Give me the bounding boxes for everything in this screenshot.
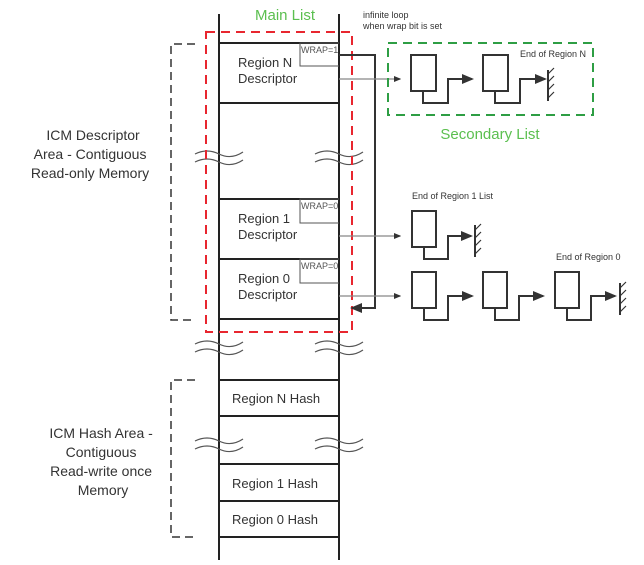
svg-text:ICM Hash Area - Contiguous: ICM Hash Area - Contiguous Read-write on… [49, 425, 156, 498]
wrap-flag: WRAP=0 [301, 201, 338, 211]
region-n-chain [410, 54, 555, 104]
region-0-chain [411, 271, 627, 321]
memory-column [218, 14, 340, 560]
main-list-box [205, 31, 353, 333]
hash-area-label-2: Contiguous [66, 444, 137, 460]
hash-area-label-3: Read-write once [50, 463, 152, 479]
break-marks [194, 150, 364, 453]
hash-area-label-1: ICM Hash Area - [49, 425, 153, 441]
main-list-title: Main List [255, 7, 316, 24]
svg-text:infinite loop when wrap bi: infinite loop when wrap bit is set [362, 10, 443, 31]
wrap-flag: WRAP=1 [301, 45, 338, 55]
descriptor-area-label-3: Read-only Memory [31, 165, 149, 181]
hash-region-0: Region 0 Hash [232, 512, 318, 527]
wrap-loop-arrow [339, 54, 376, 313]
hash-region-n: Region N Hash [232, 391, 320, 406]
end-of-region-1-label: End of Region 1 List [412, 191, 494, 201]
descriptor-area-label-1: ICM Descriptor [46, 127, 140, 143]
secondary-list-box [387, 42, 594, 116]
end-of-region-0-label: End of Region 0 [556, 252, 621, 262]
loop-note-1: infinite loop [363, 10, 409, 20]
wrap-flag: WRAP=0 [301, 261, 338, 271]
loop-note-2: when wrap bit is set [362, 21, 443, 31]
end-of-region-n-label: End of Region N [520, 49, 586, 59]
descriptor-area-bracket [170, 43, 195, 321]
descriptor-area-label-2: Area - Contiguous [34, 146, 147, 162]
svg-text:ICM Descriptor Area - Cont: ICM Descriptor Area - Contiguous Read-on… [31, 127, 151, 181]
secondary-list-title: Secondary List [440, 126, 540, 143]
hash-area-bracket [170, 379, 195, 538]
hash-area-label-4: Memory [78, 482, 129, 498]
hash-region-1: Region 1 Hash [232, 476, 318, 491]
region-1-chain [411, 210, 482, 260]
descriptor-pointers [339, 76, 402, 299]
